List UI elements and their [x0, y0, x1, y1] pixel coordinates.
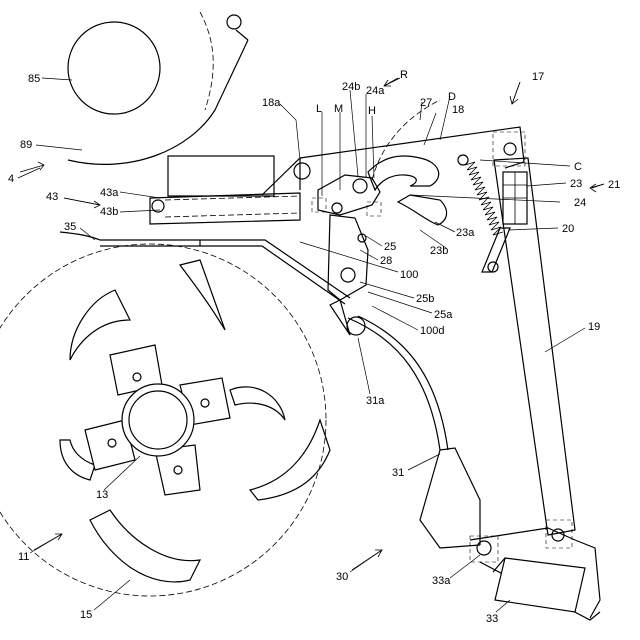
label-23a: 23a	[456, 227, 475, 239]
label-31a: 31a	[366, 395, 385, 407]
label-85: 85	[28, 73, 40, 85]
label-28: 28	[380, 255, 392, 267]
label-M: M	[334, 103, 343, 115]
label-13: 13	[96, 489, 108, 501]
label-24: 24	[574, 197, 586, 209]
label-24b: 24b	[342, 81, 360, 93]
hub-cross-13	[85, 345, 230, 495]
reference-labels: 85 89 4 43 43a 43b 35 18a L M 24b 24a R …	[8, 69, 620, 625]
plate-31	[348, 316, 480, 548]
label-11: 11	[18, 551, 29, 563]
label-25: 25	[384, 241, 396, 253]
label-27: 27	[420, 97, 432, 109]
label-25b: 25b	[416, 293, 434, 305]
label-43a: 43a	[100, 187, 119, 199]
label-23: 23	[570, 178, 582, 190]
label-H: H	[368, 105, 376, 117]
roller-85	[68, 22, 160, 114]
label-43b: 43b	[100, 206, 118, 218]
label-100d: 100d	[420, 325, 444, 337]
label-25a: 25a	[434, 309, 453, 321]
guide-35	[60, 232, 350, 304]
label-89: 89	[20, 139, 32, 151]
roller-31a	[347, 317, 365, 335]
label-43: 43	[46, 191, 58, 203]
label-R: R	[400, 69, 408, 81]
label-100: 100	[400, 269, 418, 281]
rod-23	[503, 172, 527, 224]
label-15: 15	[80, 609, 92, 621]
plate-100	[330, 300, 350, 335]
upper-box	[168, 156, 274, 196]
block-33	[493, 558, 585, 612]
label-19: 19	[588, 321, 600, 333]
label-17: 17	[532, 71, 544, 83]
label-21: 21	[608, 179, 620, 191]
label-D: D	[448, 91, 456, 103]
cover-89	[68, 12, 248, 164]
label-33a: 33a	[432, 575, 451, 587]
rod-20	[482, 228, 510, 272]
label-18: 18	[452, 104, 464, 116]
label-L: L	[316, 103, 322, 115]
label-24a: 24a	[366, 85, 385, 97]
label-33: 33	[486, 613, 498, 625]
label-31: 31	[392, 467, 404, 479]
label-4: 4	[8, 173, 14, 185]
label-20: 20	[562, 223, 574, 235]
label-30: 30	[336, 571, 348, 583]
label-35: 35	[64, 221, 76, 233]
rail-43	[150, 193, 300, 224]
label-18a: 18a	[262, 97, 281, 109]
label-23b: 23b	[430, 245, 448, 257]
label-C: C	[574, 161, 582, 173]
